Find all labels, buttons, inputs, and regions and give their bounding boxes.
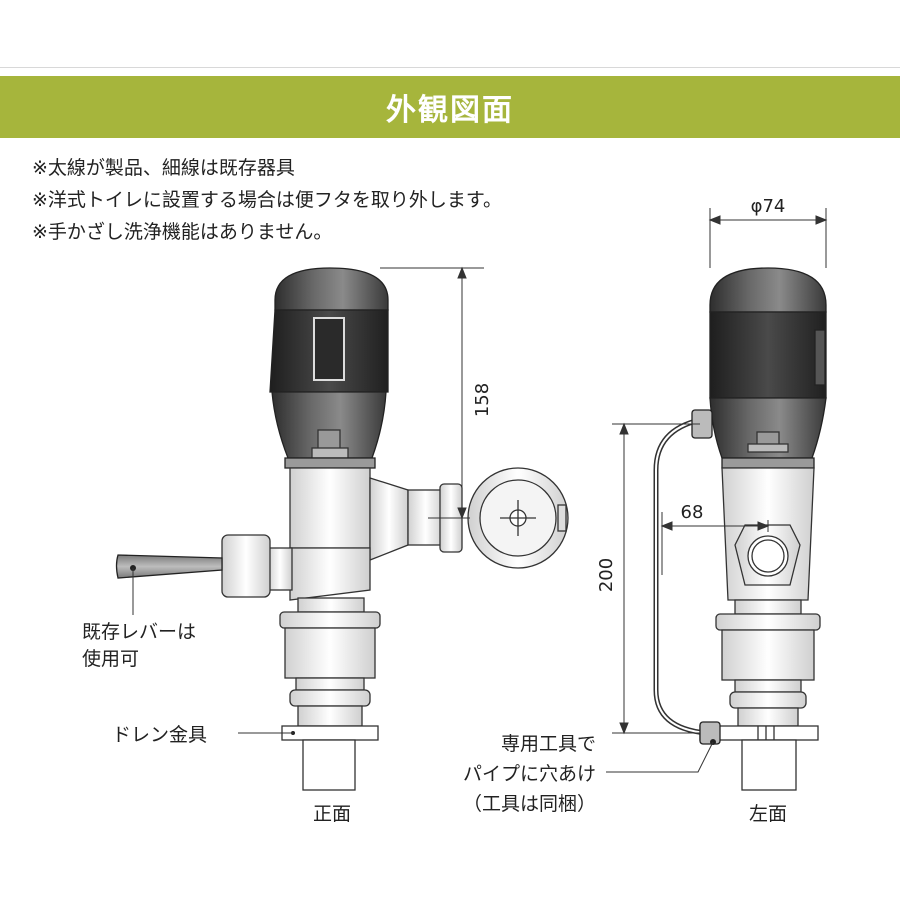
sensor-window — [313, 317, 345, 381]
existing-lever-label-2: 使用可 — [82, 648, 139, 670]
dimension-label-200: 200 — [596, 558, 617, 592]
dimension-158 — [380, 266, 484, 520]
dimension-label-68: 68 — [681, 502, 704, 523]
dimension-phi74 — [708, 208, 828, 268]
page-title: 外観図面 — [386, 93, 514, 128]
note-item: ※洋式トイレに設置する場合は便フタを取り外します。 — [32, 189, 503, 211]
note-item: ※太線が製品、細線は既存器具 — [32, 157, 295, 179]
left-view-drawing — [606, 267, 827, 791]
tool-label-3: （工具は同梱） — [463, 793, 596, 815]
title-banner: 外観図面 — [0, 76, 900, 138]
sensor-cable — [653, 417, 707, 736]
notes-list: ※太線が製品、細線は既存器具 ※洋式トイレに設置する場合は便フタを取り外します。… — [32, 152, 502, 248]
front-view-drawing — [115, 267, 569, 791]
dimension-200 — [612, 422, 700, 735]
top-divider — [0, 67, 900, 68]
sensor-cap — [274, 267, 389, 311]
dimension-label-phi74: φ74 — [751, 196, 786, 217]
drain-fitting-label: ドレン金具 — [112, 724, 207, 746]
body-band — [284, 457, 376, 469]
left-view-caption: 左面 — [749, 803, 787, 825]
dimension-label-158: 158 — [472, 383, 493, 417]
tool-label-2: パイプに穴あけ — [463, 763, 596, 785]
front-view-caption: 正面 — [313, 803, 351, 825]
dimension-68 — [660, 512, 770, 575]
existing-lever-label: 既存レバーは — [82, 621, 196, 643]
tool-label-1: 専用工具で — [501, 733, 596, 755]
drain-plate — [281, 725, 379, 741]
note-item: ※手かざし洗浄機能はありません。 — [32, 221, 333, 243]
existing-lever — [115, 554, 223, 579]
